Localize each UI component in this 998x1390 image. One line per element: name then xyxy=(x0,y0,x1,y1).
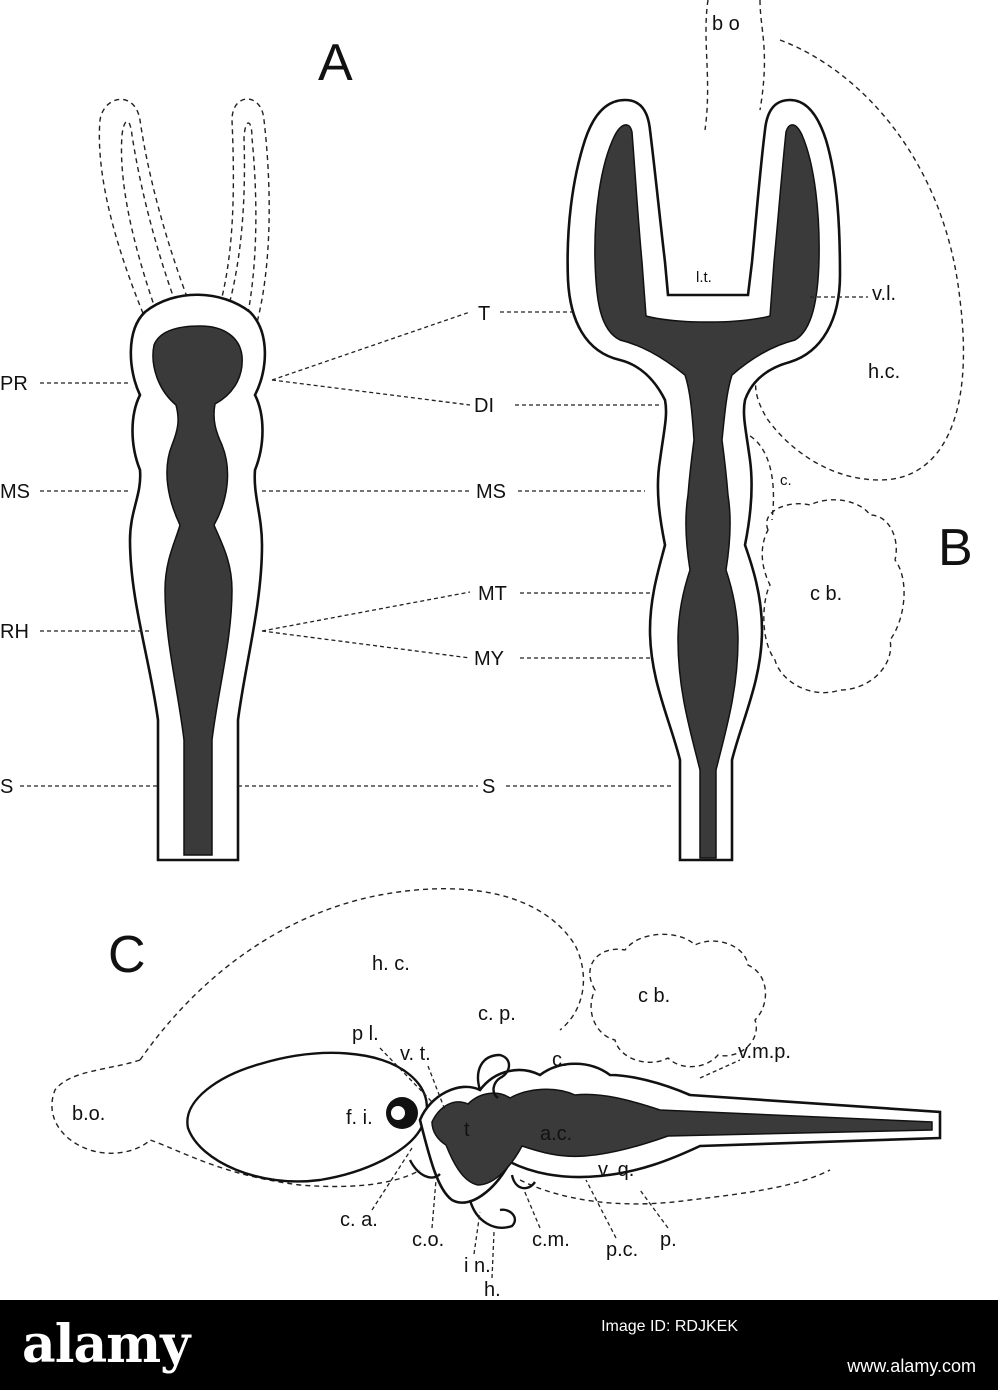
panel-c-leader-ca xyxy=(371,1147,413,1211)
panel-c-label-cb: c b. xyxy=(638,985,670,1007)
panel-c-label-h: h. xyxy=(484,1279,501,1300)
panel-a-label-ms: MS xyxy=(0,481,30,503)
footer-brand-logo: alamy xyxy=(22,1314,190,1375)
center-label-t: T xyxy=(478,303,490,325)
panel-c-choroid-plexus xyxy=(476,1053,511,1099)
panel-c-bulb-outline xyxy=(51,1059,421,1188)
center-labels: T DI MS MT MY S xyxy=(238,303,672,798)
panel-c-label-t: t xyxy=(464,1119,470,1141)
panel-a-label-pr: PR xyxy=(0,373,28,395)
panel-c-label-cm: c.m. xyxy=(532,1229,570,1251)
center-label-ms: MS xyxy=(476,481,506,503)
panel-c-leader-pl xyxy=(379,1047,433,1103)
brain-diagram: A PR MS RH S T DI MS MT MY S xyxy=(0,0,973,1300)
panel-c-label-ca: c. a. xyxy=(340,1209,378,1231)
panel-b-label-lt: l.t. xyxy=(696,269,712,286)
panel-a-label-rh: RH xyxy=(0,621,29,643)
panel-c-label-fi: f. i. xyxy=(346,1107,373,1129)
panel-b-bulb-outline-right xyxy=(759,0,766,111)
panel-c-leader-p xyxy=(639,1189,669,1229)
panel-c-leader-vt xyxy=(427,1065,446,1111)
panel-c-label-cp: c. p. xyxy=(478,1003,516,1025)
panel-a-label-s: S xyxy=(0,776,13,798)
panel-b-title: B xyxy=(938,519,973,577)
leader-a-to-t xyxy=(271,311,471,381)
footer-image-id: Image ID: RDJKEK xyxy=(601,1318,738,1335)
panel-b-label-vl: v.l. xyxy=(872,283,896,305)
panel-b-label-cb: c b. xyxy=(810,583,842,605)
panel-c-label-vmp: v.m.p. xyxy=(738,1041,791,1063)
panel-a-outgrowth-left xyxy=(98,98,201,331)
panel-c-label-p: p. xyxy=(660,1229,677,1251)
panel-c-forebrain-outline xyxy=(186,1051,428,1183)
panel-b-cerebellum-outline xyxy=(761,499,905,694)
panel-c-ventricle-system xyxy=(431,1088,933,1186)
leader-a-to-mt xyxy=(261,591,471,632)
center-label-di: DI xyxy=(474,395,494,417)
panel-c-label-vt: v. t. xyxy=(400,1043,431,1065)
panel-b: B b o l.t. v.l. h.c. c. c b. xyxy=(566,0,973,862)
panel-c-leader-cm xyxy=(523,1189,541,1229)
center-label-mt: MT xyxy=(478,583,507,605)
panel-c-optic-chiasma xyxy=(408,1159,441,1179)
panel-b-c-outline xyxy=(741,431,775,521)
panel-c-leader-vmp xyxy=(699,1059,741,1079)
panel-c-mammillary xyxy=(510,1174,536,1190)
panel-b-label-c: c. xyxy=(780,472,792,489)
panel-c-label-ac: a.c. xyxy=(540,1123,572,1145)
panel-b-label-bo: b o xyxy=(712,13,740,35)
panel-c-label-pc: p.c. xyxy=(606,1239,638,1261)
leader-a-to-di xyxy=(271,379,471,406)
panel-c-leader-co xyxy=(431,1179,437,1229)
panel-a-title: A xyxy=(318,34,353,92)
panel-c-label-bo: b.o. xyxy=(72,1103,105,1125)
panel-c-label-vq: v. q. xyxy=(598,1159,634,1181)
watermark-footer: alamy Image ID: RDJKEK www.alamy.com xyxy=(0,1300,998,1390)
center-label-my: MY xyxy=(474,648,504,670)
leader-a-to-my xyxy=(261,630,471,659)
panel-c-ventral-outline xyxy=(519,1169,831,1205)
panel-a: A PR MS RH S xyxy=(0,34,353,862)
panel-c-leader-h xyxy=(491,1231,495,1279)
panel-c-label-c: c. xyxy=(552,1049,568,1071)
panel-c-leader-in xyxy=(473,1211,481,1255)
panel-a-outgrowth-left-inner xyxy=(120,120,186,329)
panel-c-infundibulum xyxy=(468,1199,517,1229)
center-label-s: S xyxy=(482,776,495,798)
panel-c-foramen-inner xyxy=(391,1106,405,1120)
panel-c-label-hc: h. c. xyxy=(372,953,410,975)
panel-a-ventricle xyxy=(152,325,243,856)
panel-c: C h. c. c. p. c b. p l. v. t. c. v.m.p. … xyxy=(51,888,942,1300)
panel-c-leader-pc xyxy=(585,1179,617,1239)
panel-c-cerebellum-outline xyxy=(589,933,767,1068)
panel-b-label-hc: h.c. xyxy=(868,361,900,383)
panel-b-ventricles xyxy=(594,124,820,859)
panel-c-label-in: i n. xyxy=(464,1255,491,1277)
panel-c-label-co: c.o. xyxy=(412,1229,444,1251)
panel-c-title: C xyxy=(108,926,146,984)
panel-c-label-pl: p l. xyxy=(352,1023,379,1045)
panel-c-hemisphere-outline xyxy=(139,888,585,1061)
panel-a-outgrowth-right-inner xyxy=(221,122,257,329)
footer-url: www.alamy.com xyxy=(847,1356,976,1376)
panel-b-bulb-outline xyxy=(704,0,709,131)
panel-a-outgrowth-right xyxy=(211,98,270,331)
panel-b-hemisphere-outline xyxy=(754,39,965,481)
